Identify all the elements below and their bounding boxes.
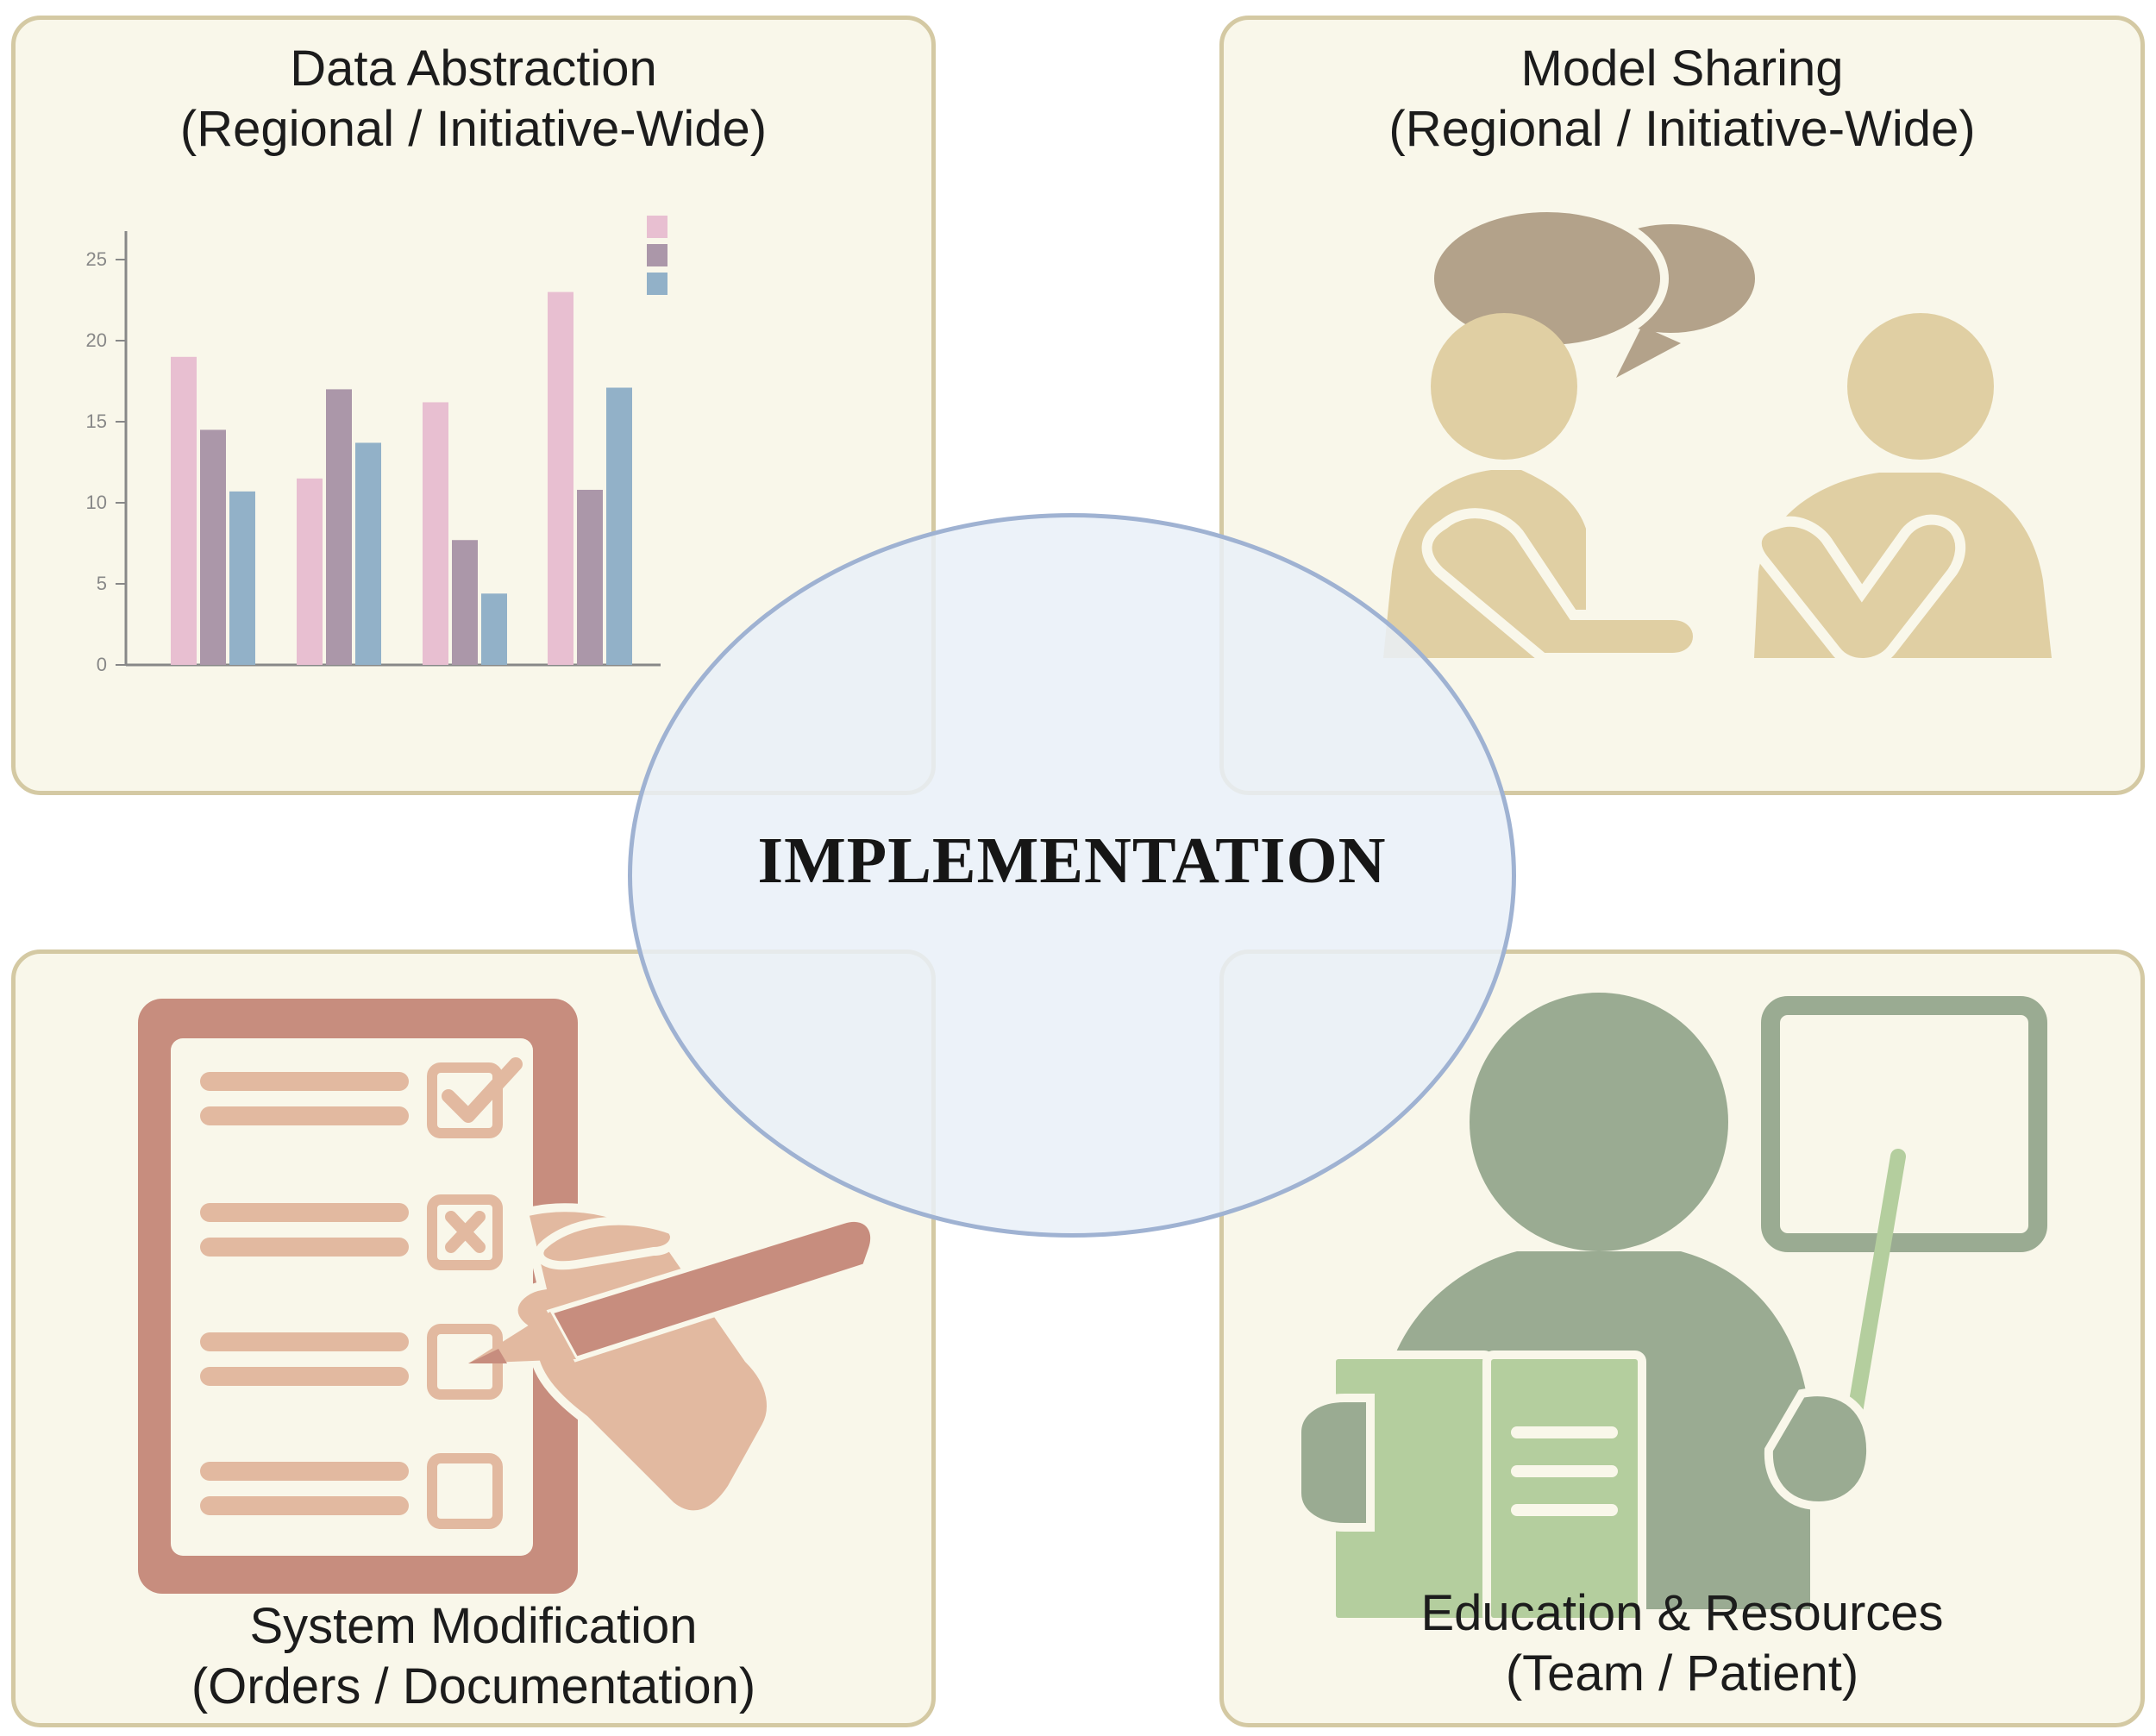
bar — [171, 356, 197, 665]
y-tick-label: 25 — [86, 248, 107, 270]
model-sharing-title-line2: (Regional / Initiative-Wide) — [1388, 101, 1976, 157]
education-resources-title: Education & Resources (Team / Patient) — [1224, 1583, 2140, 1704]
bar — [452, 540, 478, 665]
implementation-ellipse — [628, 513, 1516, 1238]
system-modification-title: System Modification (Orders / Documentat… — [16, 1596, 931, 1717]
y-tick-label: 0 — [97, 654, 107, 675]
pencil-icon — [468, 1217, 876, 1363]
bar — [606, 387, 632, 665]
teacher-reading-icon — [1293, 993, 2047, 1626]
data-abstraction-title-line1: Data Abstraction — [290, 41, 657, 97]
implementation-label: IMPLEMENTATION — [757, 824, 1387, 897]
education-resources-title-line2: (Team / Patient) — [1505, 1645, 1859, 1702]
data-abstraction-title-line2: (Regional / Initiative-Wide) — [179, 101, 768, 157]
data-abstraction-title: Data Abstraction (Regional / Initiative-… — [16, 39, 931, 160]
whiteboard-icon — [1761, 996, 2047, 1440]
hand-icon — [509, 1203, 775, 1520]
model-sharing-title: Model Sharing (Regional / Initiative-Wid… — [1224, 39, 2140, 160]
open-book-icon — [1293, 1351, 1646, 1626]
education-resources-title-line1: Education & Resources — [1420, 1585, 1944, 1641]
y-tick-label: 5 — [97, 573, 107, 594]
bar — [355, 442, 381, 665]
system-modification-title-line2: (Orders / Documentation) — [191, 1658, 756, 1714]
clipboard-icon — [138, 999, 578, 1594]
bar — [326, 389, 352, 665]
speech-bubbles-icon — [1426, 204, 1764, 380]
y-tick-label: 10 — [86, 492, 107, 513]
right-person-icon — [1751, 313, 2052, 668]
bar — [577, 489, 603, 665]
bar — [481, 593, 507, 665]
data-abstraction-panel: Data Abstraction (Regional / Initiative-… — [11, 16, 936, 795]
left-person-icon — [1383, 313, 1703, 663]
bar — [200, 429, 226, 665]
y-tick-label: 20 — [86, 329, 107, 351]
bar — [423, 402, 448, 665]
bar — [229, 491, 255, 665]
conversation-icon — [1383, 204, 2052, 668]
checklist-clipboard-icon — [138, 999, 876, 1594]
bar — [548, 291, 573, 665]
model-sharing-title-line1: Model Sharing — [1520, 41, 1844, 97]
y-tick-label: 15 — [86, 410, 107, 432]
bar-chart-icon: 0 5 10 15 20 25 — [86, 216, 667, 675]
legend-swatch — [647, 244, 667, 266]
education-resources-panel: Education & Resources (Team / Patient) — [1219, 949, 2145, 1727]
legend-swatch — [647, 273, 667, 295]
system-modification-title-line1: System Modification — [249, 1598, 698, 1654]
bar — [297, 478, 323, 665]
legend-swatch — [647, 216, 667, 238]
